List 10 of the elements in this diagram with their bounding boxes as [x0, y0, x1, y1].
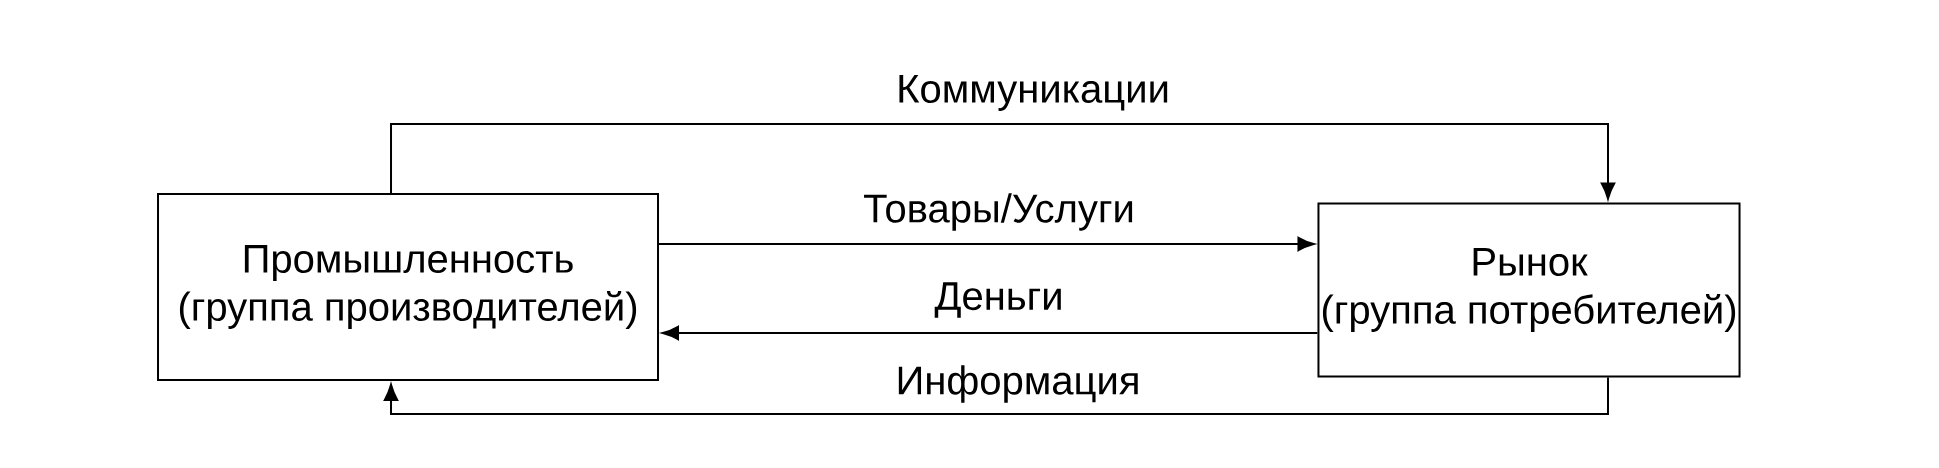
- arrow: [661, 325, 1319, 341]
- edge-label: Информация: [893, 363, 1143, 405]
- process-box: Рынок (группа потребителей): [1317, 202, 1741, 378]
- arrow: [383, 376, 1609, 415]
- arrow: [390, 123, 1616, 200]
- edge-label: Деньги: [932, 280, 1066, 320]
- edge-label: Товары/Услуги: [861, 191, 1137, 233]
- process-box: Промышленность (группа производителей): [157, 193, 659, 381]
- edge-label: Коммуникации: [894, 73, 1172, 113]
- arrow: [658, 236, 1315, 252]
